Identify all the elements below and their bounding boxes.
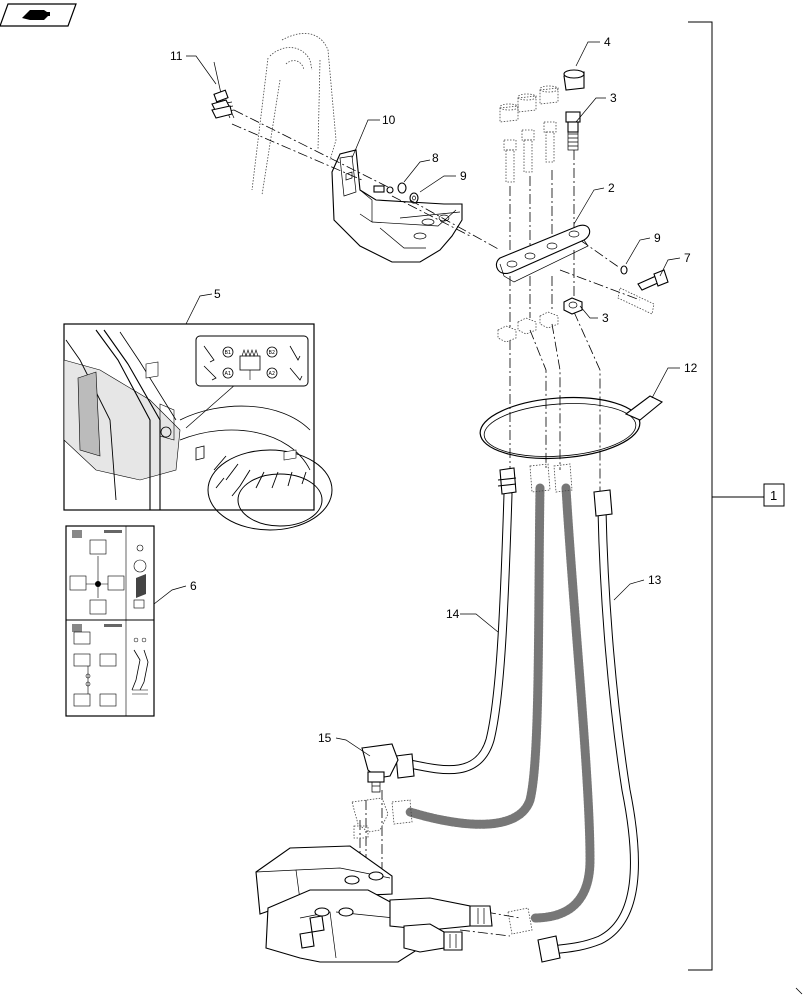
leader-lines <box>153 41 681 757</box>
elbow-fitting-part-15 <box>361 743 399 793</box>
group-bracket <box>688 21 764 971</box>
cap-part-4 <box>563 69 585 91</box>
elbow-fitting-ghost <box>351 797 389 839</box>
nut-part-3-bottom <box>563 297 583 315</box>
callout-7: 7 <box>684 251 691 265</box>
decal-label-b1: B1 <box>225 350 232 356</box>
bolt-part-11 <box>211 61 235 119</box>
callout-9-left: 9 <box>460 169 467 183</box>
hose-ghost-left <box>391 463 595 935</box>
decal-label-a2: A2 <box>269 371 276 377</box>
callout-3-top: 3 <box>610 91 617 105</box>
callout-box-1: 1 <box>763 483 785 507</box>
callout-labels: 11 10 8 9 4 3 2 9 7 3 12 5 6 13 14 15 <box>170 35 698 745</box>
callout-1: 1 <box>770 488 777 503</box>
corner-mark <box>795 987 803 995</box>
bolt-part-7 <box>617 269 669 315</box>
bracket-part-10 <box>331 149 463 263</box>
callout-6: 6 <box>190 579 197 593</box>
washer-part-8 <box>373 182 407 194</box>
decal-label-b2: B2 <box>269 350 276 356</box>
callout-2: 2 <box>608 181 615 195</box>
caps-ghost <box>499 85 559 123</box>
washer-part-9-right <box>620 265 628 275</box>
callout-13: 13 <box>648 573 662 587</box>
arrow-hand-icon[interactable] <box>0 3 77 27</box>
callout-4: 4 <box>604 35 611 49</box>
hose-part-13 <box>537 489 639 963</box>
hose-clamp-part-12 <box>479 395 664 460</box>
fitting-part-3-top <box>565 111 581 151</box>
inset-photo-panel-5: B1 B2 A1 A2 <box>63 323 333 531</box>
decal-label-a1: A1 <box>225 371 232 377</box>
control-valve-block <box>255 845 493 963</box>
callout-9-right: 9 <box>654 231 661 245</box>
callout-5: 5 <box>214 287 221 301</box>
callout-8: 8 <box>432 151 439 165</box>
callout-15: 15 <box>318 731 332 745</box>
washer-part-9-left <box>409 192 419 204</box>
hose-part-14 <box>395 467 517 779</box>
callout-14: 14 <box>446 607 460 621</box>
callout-10: 10 <box>382 113 396 127</box>
fittings-ghost <box>503 121 557 183</box>
callout-3-bottom: 3 <box>602 311 609 325</box>
plate-part-2 <box>495 224 591 283</box>
nuts-ghost <box>497 311 559 343</box>
decal-chart-panel-6 <box>65 525 155 717</box>
callout-11: 11 <box>170 49 183 63</box>
loader-upright-ghost <box>251 33 337 196</box>
alignment-lines <box>231 109 641 937</box>
callout-12: 12 <box>684 361 698 375</box>
